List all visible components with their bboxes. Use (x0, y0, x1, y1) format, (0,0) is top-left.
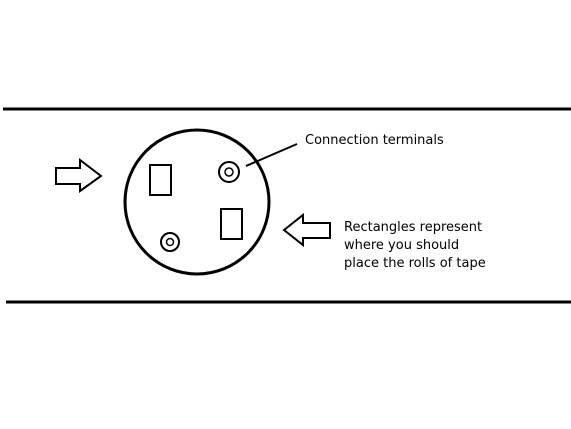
rectangles-note-line-1: Rectangles represent (344, 220, 483, 235)
connection-terminal-bottom (160, 232, 180, 252)
left-arrow-icon (282, 212, 331, 248)
rectangles-note: Rectangles represent where you should pl… (344, 219, 486, 273)
plate-circle (123, 128, 271, 276)
connection-terminal-top (218, 161, 240, 183)
tape-rectangle-left (149, 164, 172, 196)
connection-terminals-label: Connection terminals (305, 133, 444, 148)
rectangles-note-line-3: place the rolls of tape (344, 256, 486, 271)
rectangles-note-line-2: where you should (344, 238, 460, 253)
tape-rectangle-right (220, 208, 243, 240)
right-arrow-icon (55, 157, 103, 193)
terminal-leader-line (245, 143, 298, 167)
